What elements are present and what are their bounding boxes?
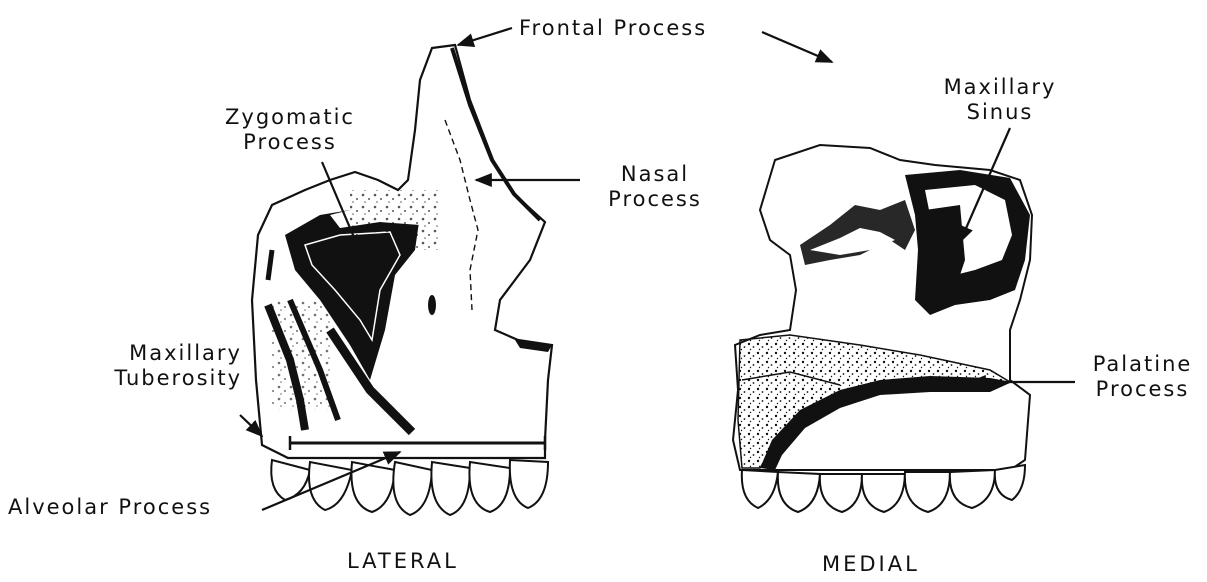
nasal-process-line-2: Process [585, 187, 725, 212]
zygomatic-process-label: Zygomatic Process [215, 105, 365, 155]
maxillary-sinus-line-2: Sinus [925, 100, 1075, 125]
maxillary-sinus-line-1: Maxillary [925, 75, 1075, 100]
palatine-process-line-1: Palatine [1080, 352, 1205, 377]
lateral-view-caption: LATERAL [347, 549, 459, 573]
maxillary-sinus-label: Maxillary Sinus [925, 75, 1075, 125]
palatine-process-label: Palatine Process [1080, 352, 1205, 402]
frontal-process-leader-left [458, 28, 512, 45]
maxillary-tuberosity-line-2: Tuberosity [70, 366, 242, 391]
maxillary-tuberosity-label: Maxillary Tuberosity [70, 341, 242, 391]
maxillary-tuberosity-line-1: Maxillary [70, 341, 242, 366]
nasal-process-label: Nasal Process [585, 162, 725, 212]
nasal-process-line-1: Nasal [585, 162, 725, 187]
zygomatic-process-line-1: Zygomatic [215, 105, 365, 130]
palatine-process-line-2: Process [1080, 377, 1205, 402]
frontal-process-leader-right [762, 32, 832, 62]
medial-teeth [742, 465, 1025, 512]
medial-bone [733, 145, 1032, 470]
alveolar-process-label: Alveolar Process [8, 495, 212, 520]
zygomatic-process-line-2: Process [215, 130, 365, 155]
medial-view-caption: MEDIAL [822, 552, 920, 576]
frontal-process-label: Frontal Process [519, 16, 707, 41]
